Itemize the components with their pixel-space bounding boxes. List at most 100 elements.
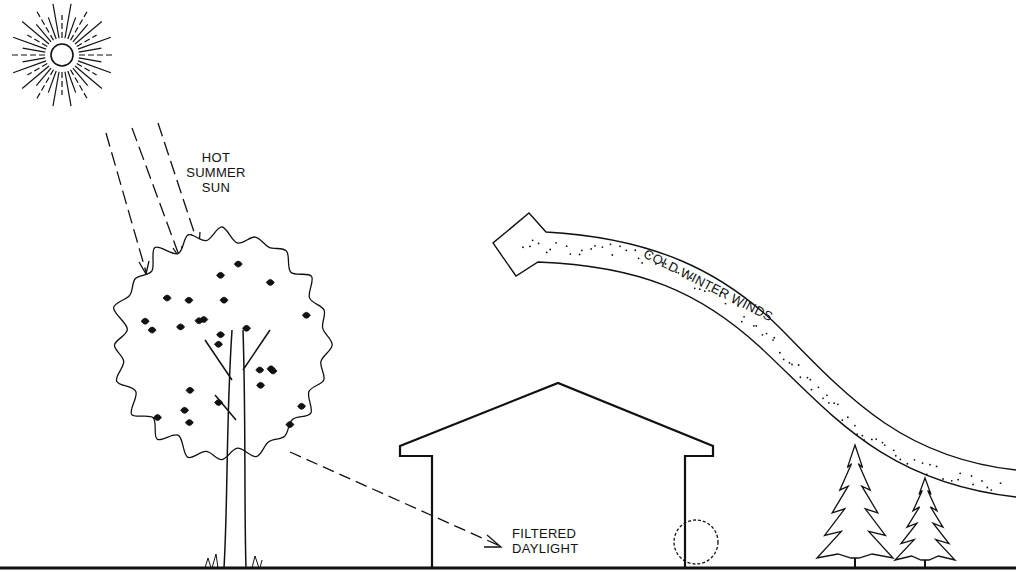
wind-dot (555, 242, 557, 244)
wind-dot (772, 339, 774, 341)
pine-tree (817, 445, 893, 568)
leaf-mark (154, 414, 162, 420)
wind-dot (590, 248, 592, 250)
sun-ray (10, 54, 45, 55)
wind-dot (971, 475, 973, 477)
wind-dot (875, 438, 877, 440)
wind-dot (811, 389, 813, 391)
wind-dot (906, 463, 908, 465)
wind-dot (532, 239, 534, 241)
wind-dot (579, 254, 581, 256)
leaf-mark (177, 324, 185, 330)
wind-dot (783, 359, 785, 361)
wind-dot (833, 402, 835, 404)
leaf-mark (234, 261, 242, 267)
sun-ray (68, 17, 76, 39)
wind-dot (569, 253, 571, 255)
wind-dot (538, 243, 540, 245)
wind-dot (602, 246, 604, 248)
wind-dot (856, 433, 858, 435)
wind-dot (959, 472, 961, 474)
sun-ray (78, 37, 111, 49)
leaf-mark (302, 312, 310, 318)
sun-ray (48, 71, 56, 93)
wind-dot (694, 287, 696, 289)
wind-dot (826, 394, 828, 396)
sun-ray (75, 22, 102, 44)
sun-ray (61, 72, 62, 95)
wind-dot (818, 386, 820, 388)
leaf-mark (256, 367, 264, 373)
daylight-label: FILTERED DAYLIGHT (512, 526, 602, 556)
wind-dot (893, 449, 895, 451)
ground-line (0, 567, 1016, 570)
leaf-mark (217, 272, 225, 278)
wind-dot (522, 246, 524, 248)
wind-dot (791, 364, 793, 366)
leaf-mark (298, 403, 306, 409)
wind-dot (773, 337, 775, 339)
wind-dot (610, 243, 612, 245)
wind-dot (895, 455, 897, 457)
wind-dot (807, 377, 809, 379)
wind-dot (957, 479, 959, 481)
tree-canopy (114, 227, 333, 460)
wind-dot (779, 352, 781, 354)
leaf-mark (186, 387, 194, 393)
wind-guide (515, 244, 1000, 484)
sun-ray (68, 71, 76, 93)
leaf-mark (243, 325, 251, 331)
leaf-mark (286, 422, 294, 428)
sun-ray (36, 24, 51, 42)
sun-ray (61, 15, 62, 38)
wind-dot (619, 245, 621, 247)
wind-dot (822, 397, 824, 399)
wind-dot (634, 249, 636, 251)
sun-ray (23, 48, 46, 52)
sun-ray (79, 54, 114, 55)
wind-dot (789, 362, 791, 364)
sun-ray (79, 48, 102, 52)
sun-ray (23, 58, 46, 62)
leaf-mark (217, 332, 225, 338)
wind-dot (926, 474, 928, 476)
wind-dot (581, 250, 583, 252)
pine-outline (895, 478, 955, 560)
wind-dot (546, 252, 548, 254)
wind-dot (863, 439, 865, 441)
wind-dot (914, 459, 916, 461)
wind-dot (611, 254, 613, 256)
wind-dot (942, 478, 944, 480)
wind-dot (841, 419, 843, 421)
leaf-mark (163, 295, 171, 301)
house-outline (400, 383, 713, 568)
leaf-mark (141, 318, 149, 324)
wind-dot (828, 402, 830, 404)
wind-dot (529, 245, 531, 247)
wind-dot (899, 459, 901, 461)
wind-dot (1000, 482, 1002, 484)
wind-dot (755, 325, 757, 327)
leaf-mark (220, 297, 228, 303)
sun-label: HOT SUMMER SUN (184, 150, 248, 195)
sun-ray (73, 68, 88, 86)
sun-ray (48, 17, 56, 39)
sun-symbol (10, 4, 114, 106)
wind-dot (847, 416, 849, 418)
wind-dot (882, 442, 884, 444)
wind-dot (625, 249, 627, 251)
leaf-mark (185, 420, 193, 426)
leaf-mark (266, 279, 274, 285)
wind-dot (762, 334, 764, 336)
leaf-mark (185, 297, 193, 303)
leaf-mark (195, 318, 203, 324)
wind-dot (972, 484, 974, 486)
sun-ray (22, 66, 49, 88)
wind-dot (981, 480, 983, 482)
wind-dot (809, 379, 811, 381)
wind-dot (594, 245, 596, 247)
deciduous-tree (114, 227, 333, 568)
wind-dot (854, 425, 856, 427)
leaf-mark (267, 366, 275, 372)
